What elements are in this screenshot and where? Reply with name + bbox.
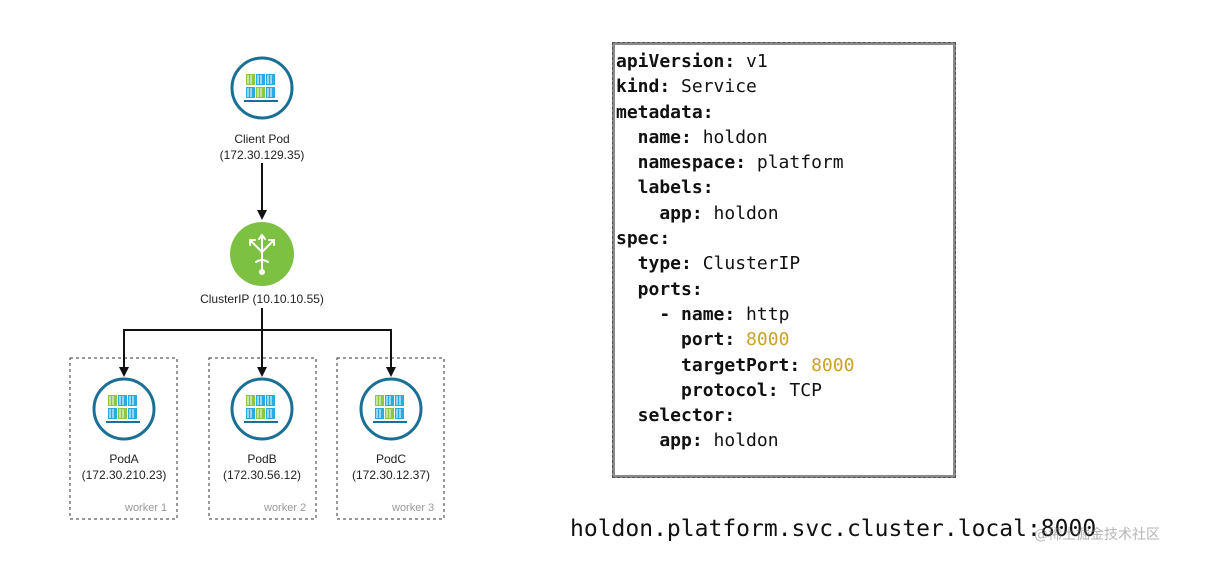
yaml-key: app: [616, 430, 703, 452]
yaml-line: type: ClusterIP [616, 251, 854, 276]
diagram-canvas [69, 56, 445, 520]
yaml-line: name: holdon [616, 125, 854, 150]
yaml-line: spec: [616, 226, 854, 251]
yaml-value: Service [670, 76, 757, 98]
yaml-key: protocol: [616, 379, 779, 401]
yaml-line: app: holdon [616, 428, 854, 453]
yaml-key: metadata: [616, 101, 714, 123]
yaml-key: type: [616, 253, 692, 275]
client-pod-label: Client Pod (172.30.129.35) [192, 131, 332, 163]
podC-ip: (172.30.12.37) [351, 468, 431, 482]
yaml-value: TCP [778, 379, 822, 401]
podA-ip: (172.30.210.23) [81, 468, 167, 482]
client-pod-icon [230, 56, 294, 120]
yaml-value: platform [746, 152, 844, 174]
yaml-value: holdon [702, 202, 779, 224]
yaml-line: labels: [616, 175, 854, 200]
yaml-key: port: [616, 329, 736, 351]
yaml-key: app: [616, 202, 703, 224]
client-pod-ip: (172.30.129.35) [219, 148, 305, 162]
watermark: @稀土掘金技术社区 [1034, 527, 1160, 543]
service-dns-name: holdon.platform.svc.cluster.local:8000 [570, 516, 1097, 542]
yaml-line: ports: [616, 277, 854, 302]
podC-label: PodC (172.30.12.37) [331, 451, 451, 483]
yaml-value: 8000 [735, 329, 790, 351]
podC-icon [359, 377, 423, 441]
podA-name: PodA [109, 452, 139, 466]
yaml-value: v1 [735, 51, 768, 72]
yaml-value: holdon [691, 126, 768, 148]
yaml-value: http [735, 303, 790, 325]
podB-icon [230, 377, 294, 441]
yaml-line: app: holdon [616, 201, 854, 226]
client-pod-name: Client Pod [234, 132, 290, 146]
service-icon [230, 222, 294, 286]
podB-name: PodB [247, 452, 277, 466]
yaml-line: protocol: TCP [616, 378, 854, 403]
worker-2-box [208, 357, 317, 520]
yaml-key: apiVersion: [616, 51, 736, 72]
yaml-key: ports: [616, 278, 703, 300]
yaml-line: metadata: [616, 100, 854, 125]
yaml-line: apiVersion: v1 [616, 49, 854, 74]
yaml-value: ClusterIP [691, 253, 801, 275]
service-diagram: Client Pod (172.30.129.35) ClusterIP (10… [0, 0, 560, 563]
yaml-value: 8000 [800, 354, 855, 376]
podA-label: PodA (172.30.210.23) [64, 451, 184, 483]
yaml-key: selector: [616, 405, 736, 427]
worker-2-label: worker 2 [264, 502, 307, 514]
service-label: ClusterIP (10.10.10.55) [200, 292, 324, 306]
worker-3-box [336, 357, 445, 520]
edge-service-to-podA [119, 329, 262, 377]
yaml-key: labels: [616, 177, 714, 199]
yaml-key: spec: [616, 228, 671, 250]
yaml-key: - name: [616, 303, 736, 325]
yaml-key: kind: [616, 76, 671, 98]
worker-1-label: worker 1 [125, 502, 168, 514]
worker-3-label: worker 3 [392, 502, 435, 514]
podA-icon [92, 377, 156, 441]
yaml-value: holdon [702, 430, 779, 452]
edge-service-to-podC [262, 329, 396, 377]
yaml-line: selector: [616, 403, 854, 428]
yaml-key: targetPort: [616, 354, 801, 376]
yaml-key: name: [616, 126, 692, 148]
yaml-line: kind: Service [616, 74, 854, 99]
podB-ip: (172.30.56.12) [222, 468, 302, 482]
yaml-key: namespace: [616, 152, 747, 174]
worker-1-box [69, 357, 178, 520]
yaml-line: namespace: platform [616, 150, 854, 175]
yaml-line: - name: http [616, 302, 854, 327]
podC-name: PodC [375, 452, 407, 466]
podB-label: PodB (172.30.56.12) [202, 451, 322, 483]
yaml-line: port: 8000 [616, 327, 854, 352]
yaml-line: targetPort: 8000 [616, 353, 854, 378]
